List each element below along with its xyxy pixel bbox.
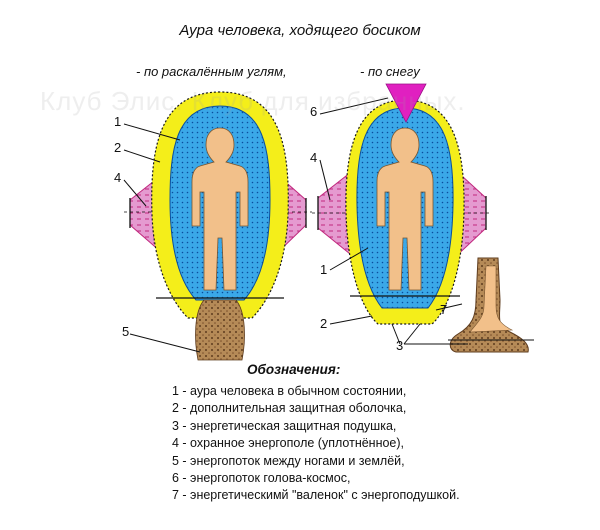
legend-item-3: 3 - энергетическая защитная подушка, xyxy=(172,418,397,433)
callout-3: 3 xyxy=(396,338,404,353)
callout-6-right: 6 xyxy=(310,104,318,119)
legend-item-5: 5 - энергопоток между ногами и землёй, xyxy=(172,453,405,468)
callout-5-left: 5 xyxy=(122,324,130,339)
callout-4-right: 4 xyxy=(310,150,318,165)
legend-item-1: 1 - аура человека в обычном состоянии, xyxy=(172,384,407,398)
caption-snow: - по снегу xyxy=(360,64,420,79)
legend-item-4: 4 - охранное энергополе (уплотнённое), xyxy=(172,436,405,451)
left-flow-5 xyxy=(195,299,245,361)
left-figure xyxy=(124,91,312,361)
callout-2-left: 2 xyxy=(114,140,122,155)
legend-item-7: 7 - энергетическимй "валенок" с энергопо… xyxy=(172,488,460,503)
legend: 1 - аура человека в обычном состоянии, 2… xyxy=(172,383,460,505)
callout-1-left: 1 xyxy=(114,114,122,129)
diagram-title: Аура человека, ходящего босиком xyxy=(179,22,421,39)
callout-1-right: 1 xyxy=(320,262,328,277)
legend-item-2: 2 - дополнительная защитная оболочка, xyxy=(172,401,407,416)
callout-2-right: 2 xyxy=(320,316,328,331)
caption-hot-coals: - по раскалённым углям, xyxy=(136,64,287,79)
legend-title: Обозначения: xyxy=(247,362,341,377)
right-body xyxy=(376,127,434,291)
callout-4-left: 4 xyxy=(114,170,122,185)
callout-7-boot: 7 xyxy=(440,302,448,317)
watermark: Клуб Элис. Клуб для избранных. xyxy=(40,86,466,116)
right-figure xyxy=(312,83,492,325)
left-body xyxy=(191,127,249,291)
right-cone-6 xyxy=(385,83,427,123)
legend-item-6: 6 - энергопоток голова-космос, xyxy=(172,471,351,486)
leader-lines xyxy=(123,97,468,353)
felt-boot-7 xyxy=(448,257,534,353)
